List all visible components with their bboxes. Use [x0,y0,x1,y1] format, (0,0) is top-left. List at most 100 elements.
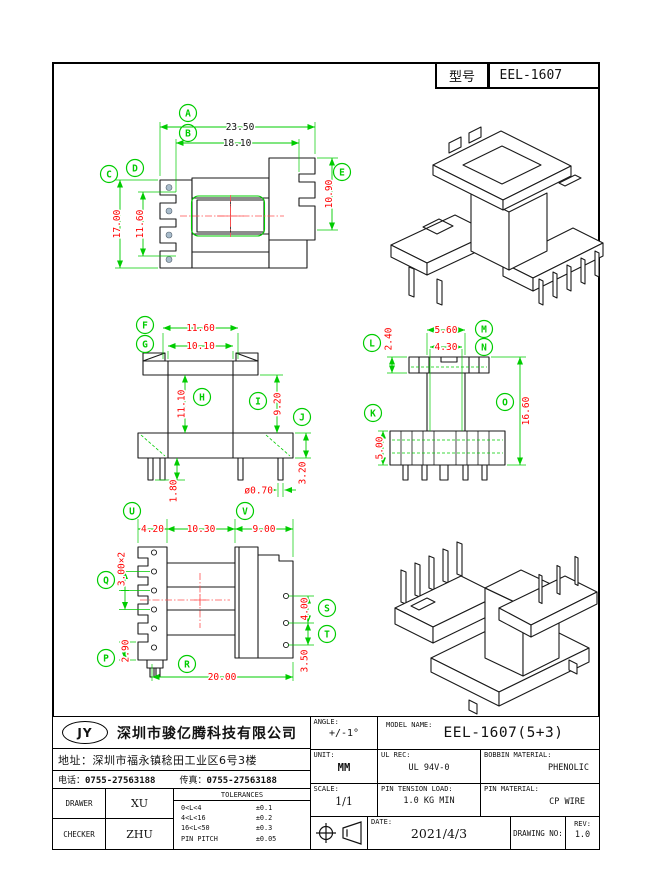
dim-end-flange: 5.60 [435,325,458,336]
ul-rec-value: UL 94V-0 [408,762,450,773]
tolerances-table: 0<L<4±0.1 4<L<16±0.2 16<L<50±0.3 PIN PIT… [181,804,277,843]
tolerances-cell: TOLERANCES 0<L<4±0.1 4<L<16±0.2 16<L<50±… [173,788,311,850]
pin-tension-value: 1.0 KG MIN [403,796,455,806]
dim-total-width: 23.50 [226,122,255,133]
pin-material-cell: PIN MATERIAL: CP WIRE [480,783,600,818]
unit-cell: UNIT: MM [309,748,379,785]
centerlines [180,195,284,237]
checker-value-cell: ZHU [104,818,175,850]
rev-cell: REV: 1.0 [565,816,600,850]
drawer-label-cell: DRAWER [52,788,106,820]
dimension-lines [116,123,336,268]
pin-material-value: CP WIRE [549,797,585,807]
balloons-end: M N L K O [362,319,515,423]
svg-text:Q: Q [103,576,109,587]
company-logo: JY [62,721,108,744]
svg-text:I: I [255,397,261,408]
model-number-value: EEL-1607 [499,68,563,83]
model-number-value-cell: EEL-1607 [487,62,600,89]
svg-text:G: G [142,340,148,351]
iso-bottom-outline [394,541,598,715]
model-name-value: EEL-1607(5+3) [443,725,564,741]
svg-text:C: C [106,170,112,181]
hidden-lines [392,366,503,454]
top-outline [137,546,294,678]
dim-end-core: 4.30 [435,342,458,353]
svg-text:L: L [369,339,375,350]
model-name-cell: MODEL NAME: EEL-1607(5+3) [377,716,600,750]
svg-text:E: E [339,168,345,179]
fax: 传真：0755-27563188 [179,776,277,787]
svg-text:F: F [142,321,148,332]
svg-text:R: R [184,660,190,671]
dim-total-height: 17.00 [112,209,123,238]
company-name: 深圳市骏亿腾科技有限公司 [117,725,297,742]
svg-text:O: O [502,398,508,409]
company-cell: JY 深圳市骏亿腾科技有限公司 [52,716,311,749]
balloons-side: F G H I J [135,315,312,427]
dim-hole-pitch-2: 3.50 [300,649,311,672]
rev-value: 1.0 [574,830,591,840]
scale-cell: SCALE: 1/1 [309,783,379,818]
dim-flange-width: 11.60 [186,323,215,334]
scale-value: 1/1 [335,795,353,808]
dim-base-pin: 3.20 [298,461,309,484]
svg-text:A: A [185,109,191,120]
extension-lines [115,122,338,269]
isometric-view-top [390,126,604,306]
dim-flange-thickness: 2.40 [384,327,395,350]
dimension-lines [379,326,524,465]
svg-text:V: V [242,507,248,518]
side-view: 11.60 10.10 11.10 9.20 3.20 1.80 ø0.70 F… [135,315,312,504]
projection-symbol-icon [316,821,362,845]
dim-inner-height: 11.60 [135,209,146,238]
drawing-no-cell: DRAWING NO: [509,816,567,850]
svg-text:D: D [132,164,138,175]
svg-text:J: J [299,413,305,424]
svg-text:H: H [199,393,205,404]
angle-cell: ANGLE: +/-1° [309,716,379,750]
model-number-label-cell: 型号 [435,62,489,89]
svg-text:N: N [481,343,487,354]
dim-inner-width: 18.10 [223,138,252,149]
dimension-lines [163,324,310,494]
svg-text:B: B [185,129,191,140]
phone-cell: 电话：0755-27563188 传真：0755-27563188 [52,770,311,790]
end-view: 5.60 4.30 2.40 5.00 16.60 M N L K O [362,319,534,481]
projection-symbol-cell [309,816,369,850]
dim-base-height: 5.00 [375,436,386,459]
end-outline [389,356,506,481]
dimension-lines [121,525,312,681]
side-outline [137,352,294,481]
front-outline [159,157,316,269]
ul-rec-cell: UL REC: UL 94V-0 [377,748,481,785]
dim-column-height: 11.10 [177,389,188,418]
dim-edge-pitch: 2.90 [121,639,132,662]
balloons-top: U V Q P R S T [96,501,337,674]
dim-right-height: 10.90 [324,179,335,208]
bobbin-material-cell: BOBBIN MATERIAL: PHENOLIC [480,748,600,785]
balloons-front: A B C D E [99,103,352,184]
svg-text:M: M [481,325,487,336]
unit-value: MM [337,761,351,774]
svg-text:U: U [129,507,135,518]
dim-pin-length: 1.80 [169,479,180,502]
dim-seg-left: 4.20 [141,524,164,535]
dim-seg-mid: 10.30 [187,524,216,535]
pin-ends [165,184,173,263]
date-cell: DATE: 2021/4/3 [367,816,511,850]
front-view: 23.50 18.10 17.00 11.60 10.90 A B C D E [99,103,352,269]
iso-top-outline [390,126,604,306]
dim-total-length: 20.00 [208,672,237,683]
dim-body-height: 9.20 [273,392,284,415]
dim-core-width: 10.10 [186,341,215,352]
model-number-label: 型号 [448,70,475,85]
svg-text:P: P [103,654,109,665]
dim-pin-pitch: 3.00×2 [117,552,128,586]
tel: 电话：0755-27563188 [58,776,156,787]
date-value: 2021/4/3 [410,826,468,841]
pin-holes [150,549,290,651]
hidden-lines [140,434,291,457]
dim-seg-right: 9.00 [253,524,276,535]
